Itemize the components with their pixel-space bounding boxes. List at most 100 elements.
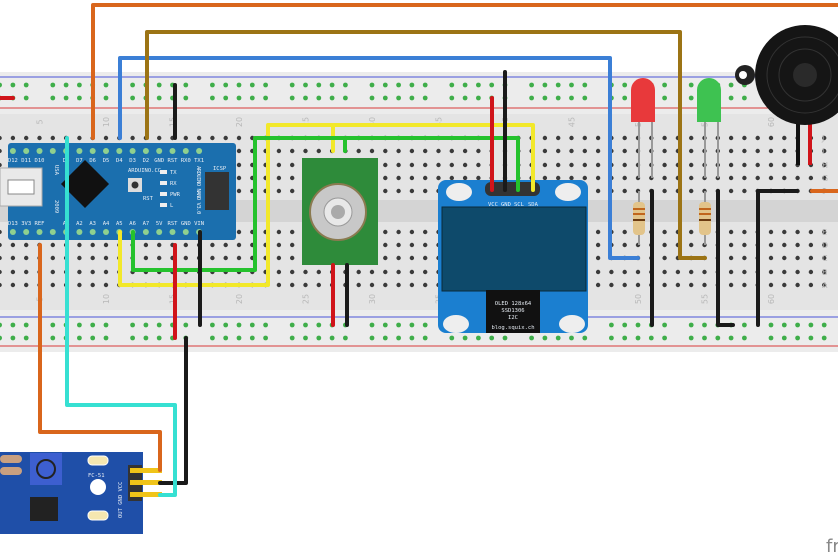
nano-pin xyxy=(89,148,96,154)
wire-black-buzzer[interactable] xyxy=(756,189,799,327)
wire-black-green-led[interactable] xyxy=(716,189,735,327)
status-leds: TX RX PWR L xyxy=(160,170,181,209)
resistor-1 xyxy=(633,191,645,245)
nano-pin xyxy=(23,229,30,235)
row-letter: C xyxy=(822,254,828,263)
nano-pin xyxy=(182,148,189,154)
nano-pin-label: RX0 xyxy=(181,158,191,164)
row-letter: J xyxy=(821,134,824,143)
wire-brown-d3[interactable] xyxy=(145,30,707,260)
column-number: 25 xyxy=(302,294,311,304)
oled-label-2: SSD1306 xyxy=(501,308,524,314)
nano-pin-label: D13 xyxy=(8,221,18,227)
nano-pin xyxy=(156,229,163,235)
led-label-l: L xyxy=(170,203,174,209)
fc51-ir-sensor: FC-51 OUT GND VCC xyxy=(0,452,162,534)
nano-pin xyxy=(76,148,83,154)
nano-pin-label: D5 xyxy=(103,158,110,164)
wire-black-ir-gnd[interactable] xyxy=(158,336,188,485)
row-letter: B xyxy=(822,268,828,277)
nano-pin-label: A4 xyxy=(103,221,110,227)
nano-pin xyxy=(142,148,149,154)
column-number: 10 xyxy=(102,117,111,127)
nano-pin xyxy=(142,229,149,235)
usa-label: USA xyxy=(53,165,59,176)
led-label-tx: TX xyxy=(170,170,177,176)
row-letter: H xyxy=(822,161,828,170)
nano-pin-label: RST xyxy=(168,221,179,227)
nano-pin-label: GND xyxy=(181,221,191,227)
oled-pin-gnd: GND xyxy=(501,202,511,208)
nano-pin-label: GND xyxy=(154,158,164,164)
nano-pin-label: 5V xyxy=(156,221,163,227)
nano-pin xyxy=(49,229,56,235)
nano-pin xyxy=(103,229,109,235)
column-number: 60 xyxy=(767,294,776,304)
nano-pin-label: RST xyxy=(168,158,179,164)
nano-pin xyxy=(156,148,163,154)
oled-pin-vcc: VCC xyxy=(488,202,498,208)
wire-orange-ir-vcc[interactable] xyxy=(38,243,162,472)
nano-pin xyxy=(36,229,43,235)
wire-orange-d7[interactable] xyxy=(91,3,838,140)
wire-yellow-sda[interactable] xyxy=(118,123,535,287)
nano-pin-label: D12 xyxy=(8,158,18,164)
fc51-pin-labels: OUT GND VCC xyxy=(118,482,124,518)
nano-pin-label: TX1 xyxy=(194,158,204,164)
wire-green-scl[interactable] xyxy=(131,136,520,272)
oled-pin-scl: SCL xyxy=(514,202,525,208)
nano-pin-label: A7 xyxy=(143,221,150,227)
nano-pin xyxy=(103,148,109,154)
resistor-2 xyxy=(699,191,711,245)
column-number: 20 xyxy=(235,117,244,127)
nano-pin xyxy=(36,148,43,154)
wire-cyan-ir-out[interactable] xyxy=(65,136,177,497)
nano-pin xyxy=(196,148,203,154)
wire-blue-d5[interactable] xyxy=(118,56,640,260)
fritzing-watermark: fr xyxy=(826,536,838,557)
buzzer xyxy=(735,25,838,165)
column-number: 20 xyxy=(235,294,244,304)
nano-pin-label: A2 xyxy=(76,221,83,227)
green-led xyxy=(697,78,721,178)
column-number: 50 xyxy=(634,294,643,304)
nano-pin-label: D3 xyxy=(129,158,136,164)
red-led xyxy=(631,78,655,178)
oled-pin-sda: SDA xyxy=(528,202,539,208)
nano-pin xyxy=(169,229,176,235)
column-number: 10 xyxy=(102,294,111,304)
oled-label-1: OLED 128x64 xyxy=(495,301,532,307)
row-letter: G xyxy=(822,174,828,183)
nano-pin-label: A3 xyxy=(89,221,96,227)
nano-pin xyxy=(23,148,30,154)
arduino-brand: ARDUINO.CC xyxy=(128,168,161,174)
nano-pin-label: D7 xyxy=(76,158,83,164)
arduino-model: ARDUINO NANO V3.0 xyxy=(195,166,201,214)
led-label-pwr: PWR xyxy=(170,192,181,198)
nano-pin-label: D2 xyxy=(143,158,150,164)
nano-pin-label: D4 xyxy=(116,158,123,164)
row-letter: D xyxy=(822,241,828,250)
nano-pin-label: D6 xyxy=(89,158,96,164)
nano-pin-label: A6 xyxy=(129,221,136,227)
icsp-label: ICSP xyxy=(213,166,227,172)
oled-label-3: I2C xyxy=(508,315,518,321)
oled-url: blog.squix.ch xyxy=(491,325,534,331)
nano-pin xyxy=(116,148,123,154)
column-number: 25 xyxy=(302,117,311,127)
nano-pin xyxy=(9,148,16,154)
row-letter: I xyxy=(822,147,824,156)
column-number: 30 xyxy=(368,294,377,304)
nano-pin xyxy=(182,229,189,235)
column-number: 55 xyxy=(701,294,710,304)
column-number: 45 xyxy=(568,117,577,127)
row-letter: A xyxy=(822,281,828,290)
nano-pin-label: 3V3 xyxy=(21,221,31,227)
nano-pin-label: A5 xyxy=(116,221,123,227)
column-number: 30 xyxy=(368,117,377,127)
nano-pin xyxy=(76,229,83,235)
wires xyxy=(0,3,838,497)
icsp-header xyxy=(205,172,229,210)
